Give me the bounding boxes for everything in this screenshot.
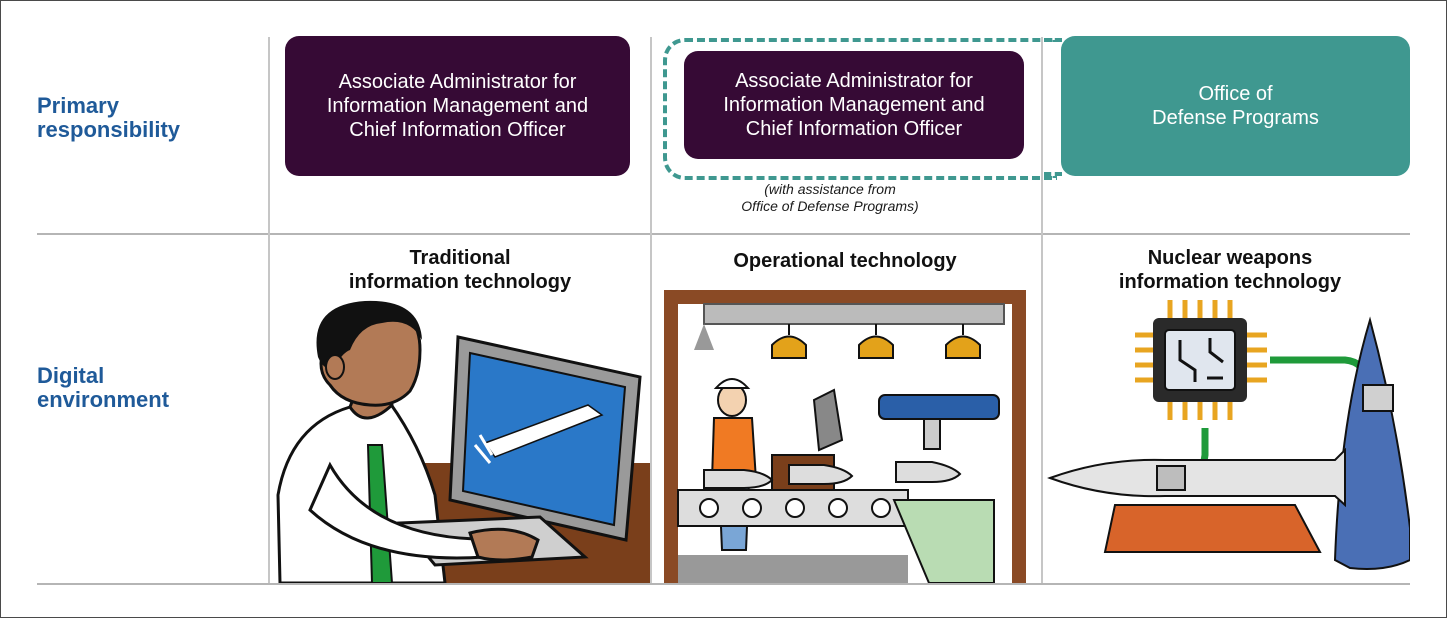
shared-responsibility-outline bbox=[663, 38, 1057, 180]
row-label-primary: Primary responsibility bbox=[37, 93, 181, 142]
assistance-note: (with assistance from Office of Defense … bbox=[741, 181, 919, 214]
row-label-digital: Digital environment bbox=[37, 363, 170, 412]
responsibility-box-defense-programs: Office of Defense Programs bbox=[1061, 36, 1410, 176]
person-at-laptop-icon bbox=[276, 300, 650, 583]
bottom-divider bbox=[37, 583, 1410, 585]
factory-assembly-line-icon bbox=[664, 290, 1026, 583]
responsibility-box-cio-shared: Associate Administrator for Information … bbox=[684, 51, 1024, 159]
row-divider bbox=[37, 233, 1410, 235]
nuclear-weapon-components-icon bbox=[1047, 300, 1410, 570]
column-divider bbox=[1041, 37, 1043, 583]
box-label: Office of Defense Programs bbox=[1152, 83, 1319, 129]
column-title-operational-technology: Operational technology bbox=[733, 250, 957, 272]
outline-segment bbox=[1044, 172, 1062, 176]
box-label: Associate Administrator for Information … bbox=[723, 70, 985, 140]
column-title-nuclear-weapons-it: Nuclear weapons information technology bbox=[1118, 247, 1342, 293]
outline-segment bbox=[1044, 38, 1062, 42]
box-label: Associate Administrator for Information … bbox=[326, 71, 589, 141]
column-divider bbox=[268, 37, 270, 583]
column-title-traditional-it: Traditional information technology bbox=[348, 247, 572, 293]
responsibility-box-cio: Associate Administrator for Information … bbox=[285, 36, 630, 176]
column-divider bbox=[650, 37, 652, 583]
